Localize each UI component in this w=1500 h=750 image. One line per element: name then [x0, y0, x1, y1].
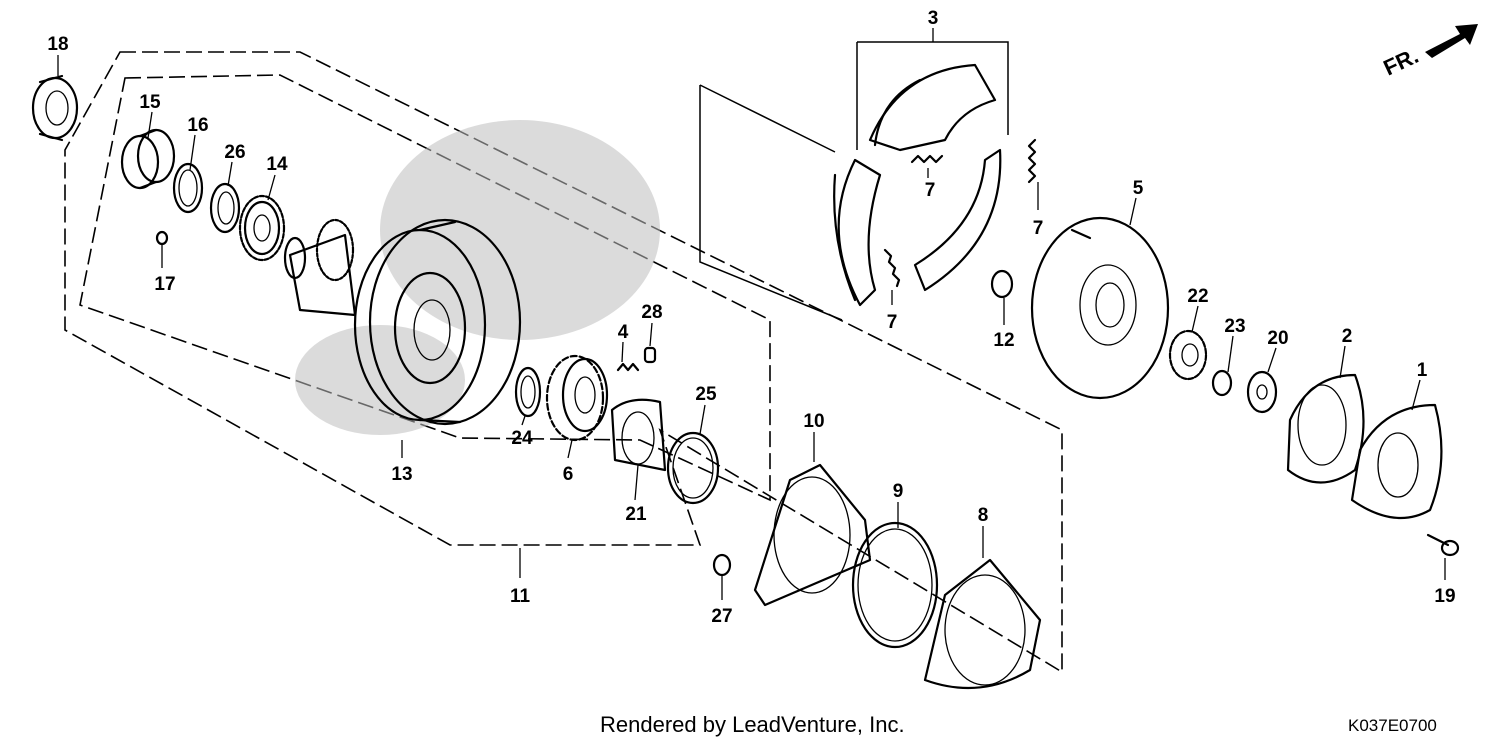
diagram-code: K037E0700 — [1348, 716, 1437, 735]
callout-7c: 7 — [887, 312, 898, 333]
callout-21: 21 — [625, 504, 647, 525]
callout-1: 1 — [1417, 360, 1428, 381]
part-springs-7 — [883, 138, 1037, 288]
callout-15: 15 — [139, 92, 161, 113]
part-nut-27 — [712, 553, 732, 577]
part-circlip — [666, 431, 720, 505]
front-indicator-label: FR. — [1380, 43, 1423, 81]
part-oil-seal — [31, 74, 79, 142]
callout-11: 11 — [510, 586, 531, 607]
part-snap-ring — [172, 162, 204, 214]
part-spring-4 — [616, 362, 640, 372]
part-gear — [238, 194, 286, 262]
part-gasket-8 — [923, 558, 1042, 690]
part-roller — [643, 346, 657, 364]
callout-9: 9 — [893, 481, 904, 502]
front-arrow-icon: FR. — [1380, 24, 1478, 81]
part-ring-24 — [514, 366, 542, 418]
part-cover — [1350, 403, 1443, 520]
part-clutch-drum — [283, 218, 522, 426]
part-bolt — [1426, 533, 1460, 557]
part-washer-26 — [209, 182, 241, 234]
callout-8: 8 — [978, 505, 989, 526]
part-clutch-shoes — [833, 63, 1002, 307]
callout-19: 19 — [1434, 586, 1455, 607]
part-small-nut — [155, 230, 169, 246]
part-lock-washer — [1246, 370, 1278, 414]
callout-16: 16 — [187, 115, 208, 136]
group-outline-11 — [64, 51, 1063, 674]
callout-20: 20 — [1267, 328, 1288, 349]
callout-22: 22 — [1187, 286, 1208, 307]
callout-18: 18 — [47, 34, 68, 55]
callout-27: 27 — [711, 606, 732, 627]
group-outline-sub — [699, 84, 843, 321]
callout-7a: 7 — [925, 180, 936, 201]
part-one-way-clutch — [545, 354, 609, 442]
callout-7b: 7 — [1033, 218, 1044, 239]
part-o-ring — [851, 521, 939, 649]
callout-28: 28 — [641, 302, 662, 323]
callout-3: 3 — [928, 8, 939, 29]
callout-25: 25 — [695, 384, 717, 405]
part-nut-12 — [990, 269, 1014, 299]
part-washer-23 — [1211, 369, 1233, 397]
callout-labels: 18 15 16 26 14 17 3 7 7 7 5 12 22 23 20 … — [47, 8, 1455, 627]
callout-14: 14 — [266, 154, 288, 175]
callout-12: 12 — [993, 330, 1014, 351]
part-nut-22 — [1168, 329, 1208, 381]
leader-lines — [57, 28, 1446, 600]
callout-26: 26 — [224, 142, 245, 163]
callout-2: 2 — [1342, 326, 1353, 347]
part-gasket-10 — [753, 463, 872, 607]
callout-4: 4 — [618, 322, 629, 343]
part-side-plate — [610, 398, 667, 472]
callout-6: 6 — [563, 464, 574, 485]
callout-24: 24 — [511, 428, 533, 449]
credit-text: Rendered by LeadVenture, Inc. — [600, 712, 905, 737]
callout-5: 5 — [1133, 178, 1144, 199]
part-gasket-2 — [1286, 373, 1365, 484]
group-outline-13 — [79, 74, 771, 502]
group-outline-3 — [856, 41, 1009, 150]
shading — [295, 120, 660, 435]
part-bushing — [120, 128, 176, 190]
part-drive-plate — [1030, 216, 1170, 400]
callout-17: 17 — [154, 274, 175, 295]
callout-23: 23 — [1224, 316, 1245, 337]
callout-13: 13 — [391, 464, 412, 485]
callout-10: 10 — [803, 411, 824, 432]
